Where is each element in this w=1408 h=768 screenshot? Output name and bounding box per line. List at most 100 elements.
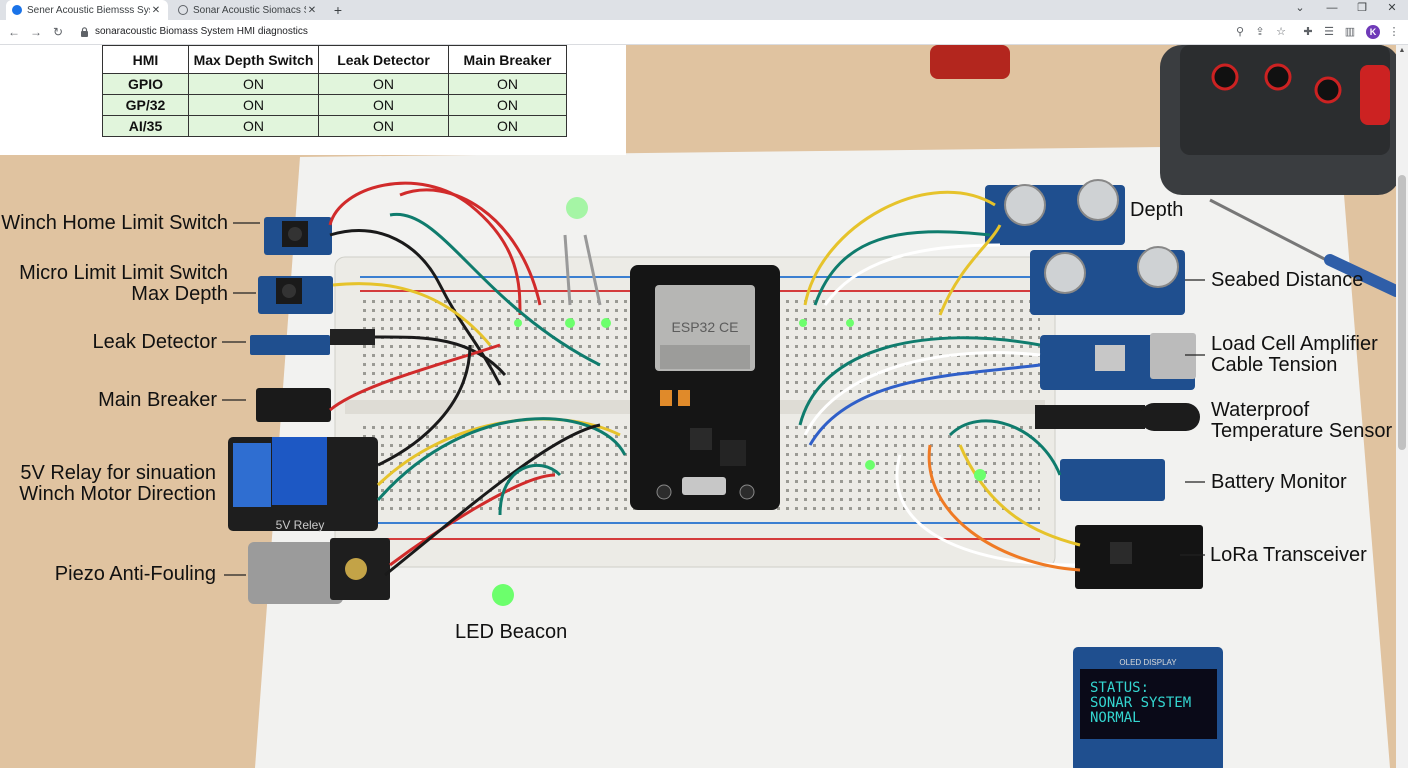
label-main-breaker: Main Breaker [98,389,217,411]
extensions-puzzle-icon[interactable]: ✚ [1303,26,1313,38]
esp32-board: ESP32 CE [630,265,780,510]
label-micro-limit-switch: Micro Limit Limit Switch Max Depth [0,263,228,305]
label-winch-home-limit-switch: Winch Home Limit Switch [1,212,228,234]
label-load-cell: Load Cell Amplifier Cable Tension [1211,334,1378,376]
label-depth: Depth [1130,199,1184,221]
cell-value: ON [188,94,319,116]
cell-value: ON [448,115,567,137]
screwdriver [1209,198,1396,297]
label-piezo-anti-fouling: Piezo Anti-Fouling [54,563,216,585]
page-scrollbar-thumb[interactable] [1398,175,1406,450]
leak-detector-module [250,329,375,355]
kebab-menu-icon[interactable]: ⋮ [1388,26,1400,38]
oled-line-3: NORMAL [1090,710,1141,726]
profile-avatar[interactable]: K [1366,25,1380,39]
cell-value: ON [448,73,567,95]
label-line: Temperature Sensor [1211,420,1393,442]
site-favicon-icon [12,5,22,15]
label-relay: 5V Relay for sinuation Winch Motor Direc… [0,463,216,505]
tab-strip: Sener Acoustic Biemsss System H ✕ Sonar … [0,0,1408,20]
status-leds [492,197,986,606]
tab-search-chevron-icon[interactable]: ⌄ [1295,2,1305,14]
header-hmi: HMI [102,45,189,74]
battery-monitor-module [1060,459,1165,501]
tab-active[interactable]: Sener Acoustic Biemsss System H ✕ [6,0,168,20]
close-window-icon[interactable]: ✕ [1387,2,1397,14]
browser-toolbar: ← → ↻ sonaracoustic Biomass System HMI d… [0,20,1408,45]
main-breaker-module [256,388,331,422]
label-seabed-distance: Seabed Distance [1211,269,1364,291]
label-line: 5V Relay for sinuation [20,462,216,484]
reading-list-icon[interactable]: ☰ [1324,26,1334,38]
reload-icon[interactable]: ↻ [52,25,64,39]
tab-second[interactable]: Sonar Acoustic Siomacs Sytte: ✕ [172,0,324,20]
oled-display: OLED DISPLAY STATUS: SONAR SYSTEM NORMAL [1073,647,1223,768]
label-line: Max Depth [131,283,228,305]
back-icon[interactable]: ← [8,25,20,39]
close-icon[interactable]: ✕ [151,4,161,16]
cell-value: ON [448,94,567,116]
row-name: GP/32 [102,94,189,116]
new-tab-button[interactable]: + [333,2,343,18]
lock-icon [81,27,88,37]
table-row: GPIO ON ON ON [102,73,567,95]
ultrasonic-depth-module [985,179,1125,245]
ultrasonic-seabed-module [1030,246,1185,315]
label-line: Load Cell Amplifier [1211,333,1378,355]
hmi-panel: HMI Max Depth Switch Leak Detector Main … [0,45,626,155]
label-line: Waterproof [1211,399,1310,421]
label-line: Cable Tension [1211,354,1338,376]
label-led-beacon: LED Beacon [455,621,568,643]
relay-module: 5V Reley [228,437,378,532]
label-leak-detector: Leak Detector [92,331,217,353]
relay-label: 5V Reley [276,518,325,532]
leader-lines [222,222,1205,576]
oled-line-1: STATUS: [1090,680,1149,696]
row-name: GPIO [102,73,189,95]
table-row: GP/32 ON ON ON [102,94,567,116]
load-cell-module [1040,333,1196,390]
share-icon[interactable]: ⇪ [1255,26,1265,38]
cell-value: ON [318,73,449,95]
jumper-wires [328,181,1081,577]
temperature-probe [1035,403,1200,431]
scroll-up-arrow-icon[interactable]: ▲ [1398,47,1406,54]
max-depth-switch-module [258,276,333,314]
forward-icon[interactable]: → [30,25,42,39]
red-tool [930,45,1010,79]
header-main-breaker: Main Breaker [448,45,567,74]
bookmark-star-icon[interactable]: ☆ [1276,26,1286,38]
side-panel-icon[interactable]: ▥ [1344,26,1356,38]
tab-title: Sonar Acoustic Siomacs Sytte: [193,4,306,16]
globe-icon [178,5,188,15]
minimize-icon[interactable]: — [1326,2,1338,14]
label-line: Micro Limit Limit Switch [19,262,228,284]
lora-module [1075,525,1203,589]
label-lora-transceiver: LoRa Transceiver [1210,544,1367,566]
zoom-icon[interactable]: ⚲ [1235,26,1245,38]
close-icon[interactable]: ✕ [307,4,317,16]
label-line: Winch Motor Direction [19,483,216,505]
page-viewport: ESP32 CE [0,45,1396,768]
header-max-depth-switch: Max Depth Switch [188,45,319,74]
cell-value: ON [318,94,449,116]
winch-home-switch-module [264,217,332,255]
address-bar[interactable]: sonaracoustic Biomass System HMI diagnos… [95,26,308,37]
cell-value: ON [188,73,319,95]
cell-value: ON [318,115,449,137]
oled-header: OLED DISPLAY [1119,658,1177,667]
row-name: AI/35 [102,115,189,137]
restore-icon[interactable]: ❐ [1357,2,1367,14]
multimeter [1160,45,1396,195]
label-temperature-sensor: Waterproof Temperature Sensor [1211,400,1392,442]
esp32-label: ESP32 CE [672,319,739,335]
oled-line-2: SONAR SYSTEM [1090,695,1191,711]
table-row: AI/35 ON ON ON [102,115,567,137]
breadboard-photo: ESP32 CE [0,45,1396,768]
header-leak-detector: Leak Detector [318,45,449,74]
piezo-motor-module [248,538,390,604]
tab-title: Sener Acoustic Biemsss System H [27,4,150,16]
label-battery-monitor: Battery Monitor [1211,471,1347,493]
cell-value: ON [188,115,319,137]
hmi-status-table: HMI Max Depth Switch Leak Detector Main … [102,45,567,137]
